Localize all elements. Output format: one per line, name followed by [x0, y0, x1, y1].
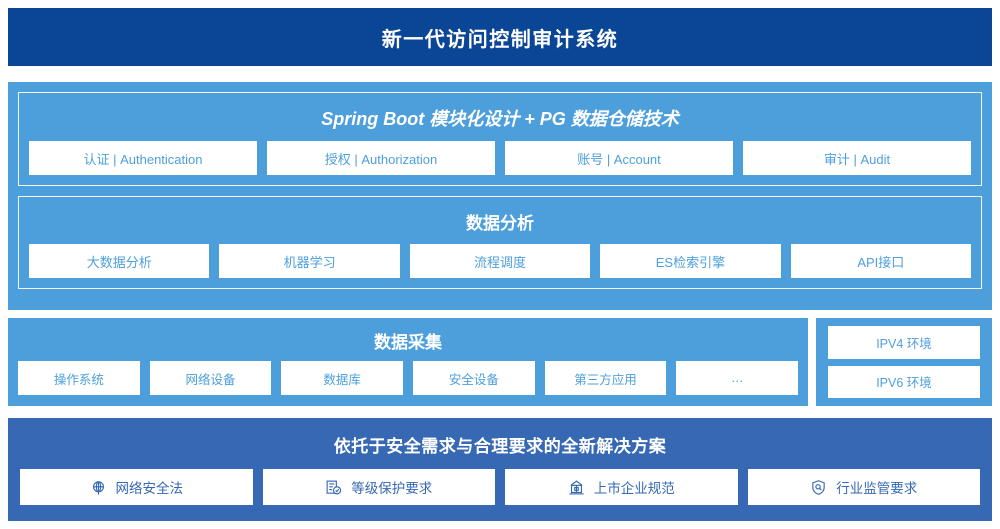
collection-row: 数据采集 操作系统 网络设备 数据库 安全设备 第三方应用 …: [8, 318, 992, 406]
card-operating-system[interactable]: 操作系统: [18, 361, 140, 395]
card-machine-learning[interactable]: 机器学习: [219, 244, 400, 278]
card-authentication[interactable]: 认证 | Authentication: [29, 141, 257, 175]
solution-title: 依托于安全需求与合理要求的全新解决方案: [333, 437, 667, 456]
data-analysis-panel: 数据分析 大数据分析 机器学习 流程调度 ES检索引擎 API接口: [18, 196, 982, 289]
bank-building-icon: [568, 479, 585, 496]
card-label: 操作系统: [53, 372, 104, 387]
card-label: …: [730, 371, 744, 385]
card-api-interface[interactable]: API接口: [790, 244, 972, 278]
spring-boot-title: Spring Boot 模块化设计 + PG 数据仓储技术: [321, 109, 679, 129]
card-label: ES检索引擎: [655, 254, 726, 270]
shield-search-icon: [810, 479, 827, 496]
card-ipv6-environment[interactable]: IPV6 环境: [828, 365, 980, 398]
card-label: 第三方应用: [574, 372, 637, 387]
document-check-icon: [325, 479, 342, 496]
card-label: 认证 | Authentication: [83, 151, 203, 167]
card-authorization[interactable]: 授权 | Authorization: [267, 141, 495, 175]
data-analysis-card-row: 大数据分析 机器学习 流程调度 ES检索引擎 API接口: [29, 244, 972, 278]
card-label: 网络设备: [185, 372, 236, 387]
page-title: 新一代访问控制审计系统: [381, 28, 619, 51]
solution-section: 依托于安全需求与合理要求的全新解决方案 网络安全法: [8, 418, 992, 521]
globe-icon: [90, 479, 107, 496]
card-classified-protection[interactable]: 等级保护要求: [262, 469, 495, 505]
card-label: 等级保护要求: [351, 481, 433, 496]
data-collection-section: 数据采集 操作系统 网络设备 数据库 安全设备 第三方应用 …: [8, 318, 808, 406]
card-process-scheduling[interactable]: 流程调度: [409, 244, 591, 278]
card-label: IPV4 环境: [876, 336, 932, 351]
card-label: 数据库: [323, 372, 361, 387]
environment-panel: IPV4 环境 IPV6 环境: [816, 318, 992, 406]
solution-card-row: 网络安全法 等级保护要求: [20, 469, 980, 505]
card-label: 行业监管要求: [836, 481, 918, 496]
card-network-device[interactable]: 网络设备: [149, 361, 272, 395]
card-third-party-app[interactable]: 第三方应用: [544, 361, 667, 395]
card-label: IPV6 环境: [876, 376, 932, 391]
card-audit[interactable]: 审计 | Audit: [743, 141, 971, 175]
card-more-ellipsis[interactable]: …: [676, 361, 799, 395]
data-collection-title: 数据采集: [374, 333, 442, 352]
card-label: 审计 | Audit: [823, 151, 891, 167]
card-es-search-engine[interactable]: ES检索引擎: [600, 244, 781, 278]
card-cybersecurity-law[interactable]: 网络安全法: [20, 469, 253, 505]
card-ipv4-environment[interactable]: IPV4 环境: [828, 326, 980, 359]
card-label: 账号 | Account: [577, 151, 661, 167]
card-listed-enterprise-standard[interactable]: 上市企业规范: [505, 469, 738, 505]
platform-section: Spring Boot 模块化设计 + PG 数据仓储技术 认证 | Authe…: [8, 82, 992, 310]
card-database[interactable]: 数据库: [281, 361, 404, 395]
page-header: 新一代访问控制审计系统: [8, 8, 992, 66]
card-big-data-analysis[interactable]: 大数据分析: [29, 244, 210, 278]
panel-spacer: [18, 186, 982, 196]
card-security-device[interactable]: 安全设备: [413, 361, 535, 395]
spring-boot-panel: Spring Boot 模块化设计 + PG 数据仓储技术 认证 | Authe…: [18, 92, 982, 186]
data-collection-card-row: 操作系统 网络设备 数据库 安全设备 第三方应用 …: [18, 361, 799, 395]
card-label: 网络安全法: [115, 481, 184, 496]
card-label: 大数据分析: [86, 254, 152, 270]
card-label: 安全设备: [448, 372, 499, 387]
data-analysis-title: 数据分析: [466, 214, 534, 233]
card-label: 授权 | Authorization: [324, 151, 438, 167]
card-label: API接口: [857, 254, 905, 270]
card-label: 流程调度: [474, 254, 527, 270]
card-label: 上市企业规范: [593, 481, 675, 496]
spring-boot-card-row: 认证 | Authentication 授权 | Authorization 账…: [29, 141, 971, 175]
card-label: 机器学习: [283, 254, 336, 270]
card-industry-regulation[interactable]: 行业监管要求: [747, 469, 980, 505]
card-account[interactable]: 账号 | Account: [505, 141, 733, 175]
